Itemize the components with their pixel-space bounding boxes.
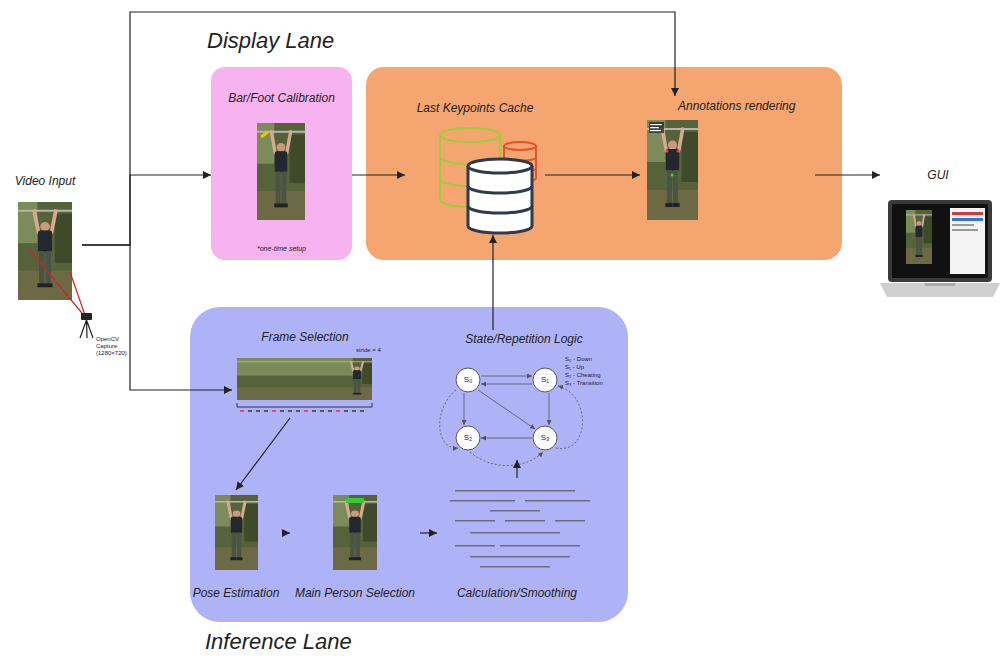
- state-legend: S₂ - Cheating: [565, 372, 601, 379]
- render-node: Annotations rendering: [640, 96, 815, 222]
- pose-frame: [215, 495, 258, 570]
- node-title: Main Person Selection: [295, 586, 415, 601]
- node-title: Video Input: [15, 174, 76, 189]
- flow-arrow: [545, 174, 640, 175]
- inference-lane: Frame Selection State/Repetition LogicPos…: [190, 307, 628, 622]
- flow-arrow: [352, 174, 405, 175]
- state-symbol: S₀: [464, 375, 473, 385]
- stage-node: Main Person Selection: [290, 490, 420, 602]
- bar-marker: [261, 132, 268, 137]
- laptop-icon: [880, 200, 1000, 297]
- gui-node: GUI: [880, 168, 996, 305]
- camera-view-lines: [30, 250, 86, 318]
- node-title: Pose Estimation: [193, 586, 280, 601]
- stage-node: Frame Selection: [232, 330, 378, 418]
- flow-arrow: [516, 460, 517, 478]
- lane-heading: Inference Lane: [205, 628, 352, 656]
- calibration-frame: [257, 123, 305, 220]
- annotated-frame: [647, 120, 698, 220]
- node-title: Annotations rendering: [678, 99, 795, 114]
- flow-arrow: [236, 418, 290, 490]
- cache-node: Last Keypoints Cache: [405, 98, 545, 235]
- state-legend: S₃ - Transition: [565, 380, 603, 387]
- state-symbol: S₁: [541, 375, 549, 385]
- state-symbol: S₃: [541, 433, 550, 443]
- stride-note: stride = 4: [356, 347, 381, 354]
- stage-node: Calculation/Smoothing: [437, 478, 597, 602]
- lane-heading: Display Lane: [207, 28, 334, 54]
- selection-marker: [346, 498, 364, 503]
- flow-arrow: [82, 245, 232, 390]
- input-node: Video Input: [8, 172, 82, 302]
- flow-arrow: [815, 174, 880, 175]
- node-title: Calculation/Smoothing: [457, 586, 577, 601]
- node-title: State/Repetition Logic: [465, 332, 582, 347]
- node-title: GUI: [927, 168, 948, 183]
- state-graph: [440, 368, 583, 466]
- state-symbol: S₂: [464, 433, 472, 443]
- person-frame: [333, 495, 377, 570]
- region-fill: [190, 307, 628, 622]
- state-legend: S₀ - Down: [565, 356, 592, 363]
- database-icon: [440, 128, 536, 233]
- node-title: Last Keypoints Cache: [417, 101, 534, 116]
- state-legend: S₁ - Up: [565, 364, 584, 371]
- flow-arrow: [284, 532, 290, 533]
- flow-arrow: [420, 532, 437, 533]
- flow-arrow: [82, 12, 675, 245]
- node-title: Bar/Foot Calibration: [228, 91, 335, 106]
- camera-icon: [80, 313, 93, 338]
- frame-stack: [237, 358, 372, 412]
- setup-note: *one-time setup: [257, 245, 306, 254]
- stage-node: Pose Estimation: [188, 490, 285, 602]
- node-title: Frame Selection: [261, 330, 348, 345]
- calibration-box: Bar/Foot Calibration *one-time setup: [211, 67, 352, 260]
- flow-arrow: [492, 235, 493, 330]
- video-frame: [18, 202, 72, 300]
- display-lane-panel: [366, 67, 842, 260]
- formula-sketch: [450, 490, 590, 568]
- overlay-marks: [649, 122, 680, 177]
- flow-arrow: [82, 175, 211, 245]
- camera-caption: OpenCV Capture (1280×720): [96, 336, 132, 358]
- region-fill: [211, 67, 352, 260]
